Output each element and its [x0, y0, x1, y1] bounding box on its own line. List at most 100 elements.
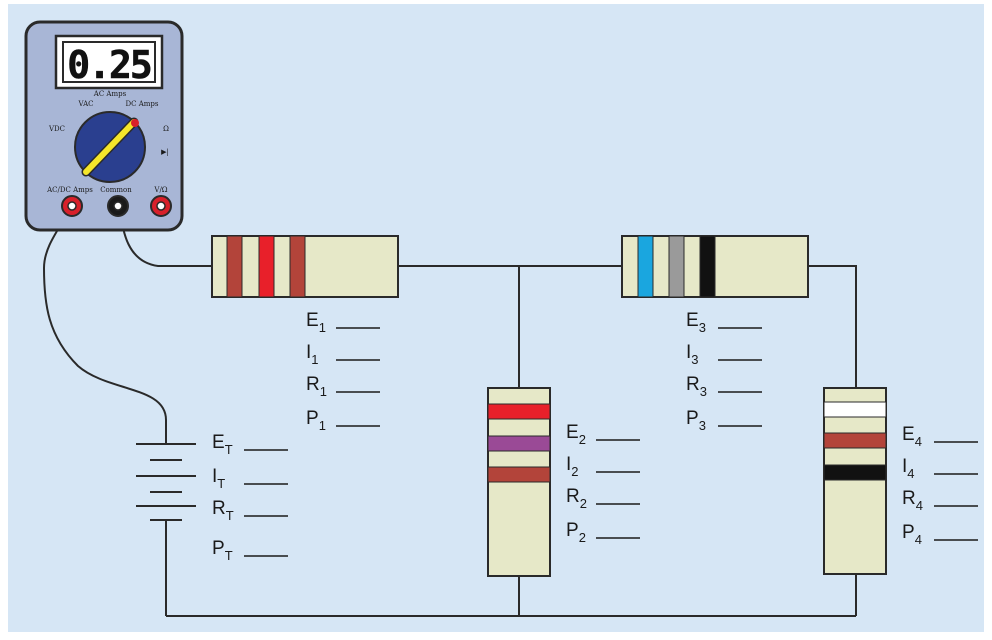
label-subscript: 4 — [915, 434, 922, 449]
meter-display — [62, 41, 156, 83]
label-main: I — [212, 466, 217, 487]
label-subscript: 2 — [580, 496, 587, 511]
label-subscript: T — [226, 508, 234, 523]
dial-pointer — [83, 119, 137, 175]
resistor-r4-body — [823, 387, 887, 575]
resistor-r3-band-2 — [668, 235, 685, 298]
meter-label-ac-amps: AC Amps — [93, 90, 127, 98]
resistor-r2-band-3 — [487, 466, 551, 483]
label-r-4: R4 — [902, 488, 923, 513]
label-subscript: 3 — [699, 418, 706, 433]
wire-r3-to-right — [808, 265, 857, 388]
label-main: R — [902, 488, 916, 509]
label-main: R — [306, 374, 320, 395]
resistor-r1-band-3 — [289, 235, 306, 298]
resistor-r1-bands — [226, 235, 306, 298]
meter-rotary-dial[interactable] — [74, 111, 146, 183]
resistor-r2-bands — [487, 403, 551, 483]
label-main: R — [566, 486, 580, 507]
label-subscript: T — [225, 548, 233, 563]
circuit-svg: 0.25 AC Amps VAC DC Amps VDC Ω ▶| AC/DC … — [24, 20, 978, 617]
jack-common[interactable] — [107, 195, 129, 217]
meter-display-reading: 0.25 — [67, 43, 151, 87]
resistor-r1-band-2 — [258, 235, 275, 298]
label-p-t: PT — [212, 538, 233, 563]
label-r-1: R1 — [306, 374, 327, 399]
label-subscript: 3 — [700, 384, 707, 399]
wire-meter-acdc-to-battery — [42, 205, 167, 444]
meter-label-vdc: VDC — [48, 125, 65, 133]
label-subscript: 2 — [579, 432, 586, 447]
label-subscript: 4 — [915, 532, 922, 547]
label-subscript: T — [225, 442, 233, 457]
label-i-4: I4 — [902, 456, 915, 481]
label-subscript: 2 — [579, 530, 586, 545]
label-p-2: P2 — [566, 520, 586, 545]
resistor-r4-bands — [823, 401, 887, 481]
meter-label-ohm: Ω — [163, 125, 169, 133]
label-i-1: I1 — [306, 342, 319, 367]
label-i-2: I2 — [566, 454, 579, 479]
label-main: E — [212, 432, 225, 453]
label-main: E — [902, 424, 915, 445]
label-main: P — [686, 408, 699, 429]
label-subscript: 4 — [916, 498, 923, 513]
label-subscript: 1 — [319, 320, 326, 335]
label-main: R — [212, 498, 226, 519]
jack-acdc-amps[interactable] — [61, 195, 83, 217]
resistor-r3-band-1 — [637, 235, 654, 298]
label-e-4: E4 — [902, 424, 922, 449]
resistor-r4-band-2 — [823, 432, 887, 449]
label-e-3: E3 — [686, 310, 706, 335]
resistor-r2-band-2 — [487, 435, 551, 452]
meter-label-vac: VAC — [78, 100, 94, 108]
label-main: P — [212, 538, 225, 559]
label-subscript: 1 — [319, 418, 326, 433]
label-r-t: RT — [212, 498, 234, 523]
label-p-4: P4 — [902, 522, 922, 547]
resistor-r1-band-1 — [226, 235, 243, 298]
label-p-3: P3 — [686, 408, 706, 433]
label-p-1: P1 — [306, 408, 326, 433]
resistor-r3-band-3 — [699, 235, 716, 298]
dial-pointer-tip — [131, 119, 139, 127]
label-main: I — [902, 456, 907, 477]
resistor-r3-bands — [637, 235, 716, 298]
resistor-r4-band-3 — [823, 464, 887, 481]
resistor-r4-band-1 — [823, 401, 887, 418]
label-subscript: 4 — [907, 466, 914, 481]
resistor-r2-band-1 — [487, 403, 551, 420]
multimeter: 0.25 AC Amps VAC DC Amps VDC Ω ▶| AC/DC … — [24, 20, 184, 232]
label-subscript: 1 — [311, 352, 318, 367]
label-main: R — [686, 374, 700, 395]
meter-label-acdc-jack: AC/DC Amps — [46, 186, 93, 194]
jack-v-ohm[interactable] — [150, 195, 172, 217]
label-main: P — [566, 520, 579, 541]
label-main: P — [902, 522, 915, 543]
label-main: P — [306, 408, 319, 429]
label-r-3: R3 — [686, 374, 707, 399]
label-subscript: 3 — [691, 352, 698, 367]
meter-label-vohm-jack: V/Ω — [153, 186, 167, 194]
wires — [42, 205, 857, 617]
label-main: E — [566, 422, 579, 443]
label-subscript: T — [217, 476, 225, 491]
label-main: E — [686, 310, 699, 331]
label-i-t: IT — [212, 466, 225, 491]
label-i-3: I3 — [686, 342, 699, 367]
meter-label-dc-amps: DC Amps — [126, 100, 159, 108]
label-subscript: 3 — [699, 320, 706, 335]
battery — [136, 443, 196, 521]
label-main: I — [566, 454, 571, 475]
label-r-2: R2 — [566, 486, 587, 511]
label-subscript: 1 — [320, 384, 327, 399]
label-main: I — [306, 342, 311, 363]
label-e-2: E2 — [566, 422, 586, 447]
label-subscript: 2 — [571, 464, 578, 479]
label-e-t: ET — [212, 432, 233, 457]
label-main: E — [306, 310, 319, 331]
meter-label-common-jack: Common — [100, 186, 132, 194]
circuit-diagram: 0.25 AC Amps VAC DC Amps VDC Ω ▶| AC/DC … — [8, 4, 984, 632]
label-main: I — [686, 342, 691, 363]
label-e-1: E1 — [306, 310, 326, 335]
